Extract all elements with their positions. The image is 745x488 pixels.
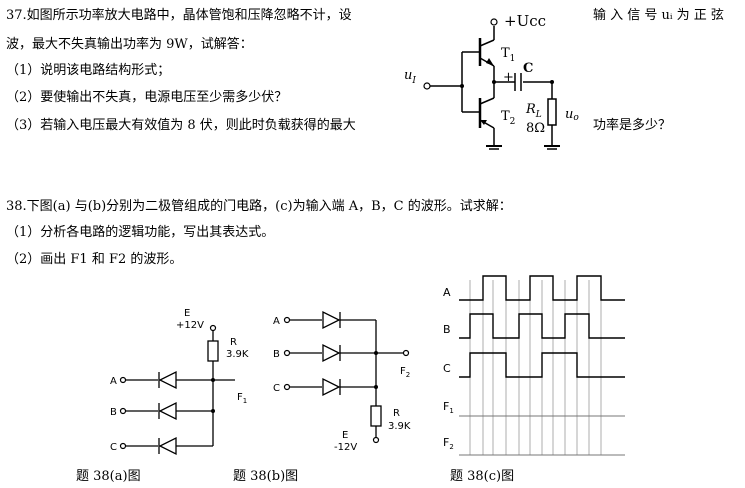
q37-item3: （3）若输入电压最大有效值为 8 伏，则此时负载获得的最大 (6, 118, 356, 133)
ui-label: uI (404, 68, 416, 86)
a-input-c: C (110, 442, 117, 453)
b-e-label: E (342, 430, 348, 441)
time-gridlines (469, 280, 602, 455)
a-input-a: A (110, 376, 117, 387)
cap-plus: + (503, 70, 514, 85)
a-r-value: 3.9K (226, 349, 249, 360)
q37-line1-right: 输 入 信 号 uᵢ 为 正 弦 (593, 8, 724, 23)
diodes-b (322, 310, 341, 397)
b-e-value: -12V (334, 442, 357, 453)
rl-value: 8Ω (526, 121, 545, 136)
a-e-label: E (184, 308, 190, 319)
q37-item3-right: 功率是多少？ (593, 118, 672, 133)
b-r-label: R (393, 408, 400, 419)
a-r-label: R (230, 337, 237, 348)
q38-item2: （2）画出 F1 和 F2 的波形。 (6, 252, 183, 267)
q37-item1: （1）说明该电路结构形式； (6, 63, 171, 78)
a-input-b: B (110, 407, 117, 418)
waveform-a (459, 275, 625, 301)
q37-line2: 波，最大不失真输出功率为 9W，试解答： (6, 37, 253, 52)
b-input-c: C (273, 383, 280, 394)
a-output-f1: F1 (237, 392, 247, 405)
wave-label-a: A (443, 286, 451, 299)
t1-label: T1 (501, 46, 515, 64)
uo-label: uo (565, 107, 579, 123)
q37-line1: 37.如图所示功率放大电路中，晶体管饱和压降忽略不计，设 (6, 8, 352, 23)
a-e-value: +12V (176, 320, 204, 331)
t2-label: T2 (501, 109, 515, 127)
b-r-value: 3.9K (388, 421, 411, 432)
diodes-a (158, 370, 177, 456)
b-input-b: B (273, 349, 280, 360)
b-input-a: A (273, 316, 280, 327)
q37-item2: （2）要使输出不失真，电源电压至少需多少伏？ (6, 90, 288, 105)
q38-line1: 38.下图(a) 与(b)分别为二极管组成的门电路，(c)为输入端 A，B，C … (6, 199, 512, 214)
rl-label: RL (525, 102, 542, 120)
q38-item1: （1）分析各电路的逻辑功能，写出其表达式。 (6, 225, 275, 240)
waveform-b (459, 313, 625, 339)
wave-label-c: C (443, 362, 451, 375)
caption-38b: 题 38(b)图 (233, 469, 299, 484)
wave-label-f2: F2 (443, 436, 454, 451)
ucc-label: +Ucc (504, 12, 546, 30)
caption-38c: 题 38(c)图 (450, 469, 515, 484)
wave-label-f1: F1 (443, 400, 454, 415)
wave-label-b: B (443, 323, 451, 336)
waveform-c (459, 352, 625, 378)
b-output-f2: F2 (400, 366, 410, 379)
cap-label: C (523, 61, 533, 76)
caption-38a: 题 38(a)图 (76, 469, 141, 484)
